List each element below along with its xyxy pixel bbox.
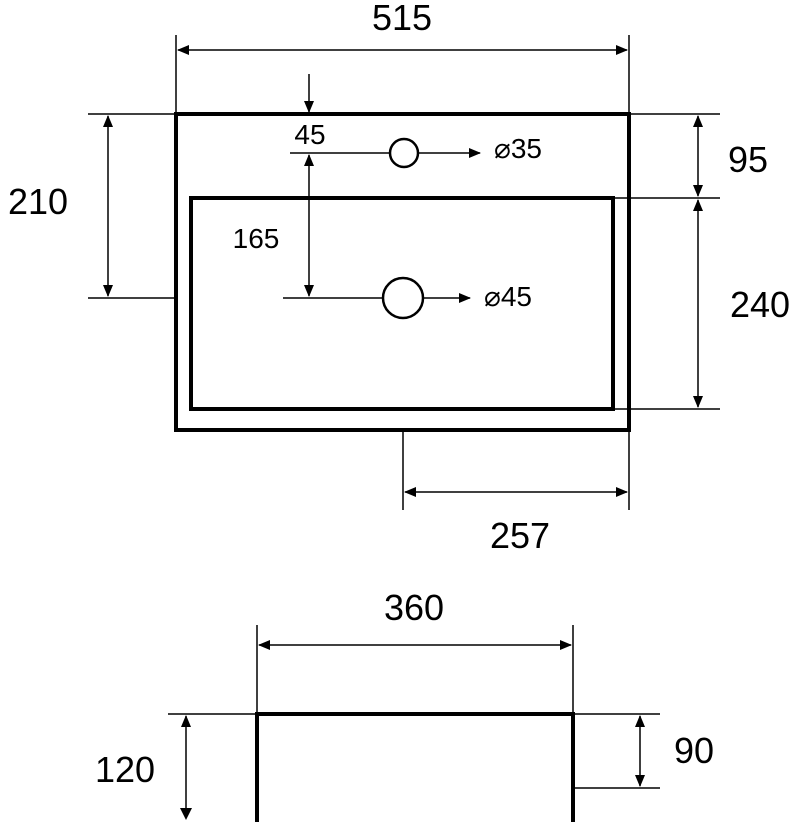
label-side-inner-90: 90 — [674, 730, 714, 771]
bowl-outline — [189, 196, 615, 411]
dim-side-inner-90: 90 — [573, 713, 714, 789]
label-height-210: 210 — [8, 181, 68, 222]
dim-tap-offset-45: 45 — [294, 74, 326, 150]
dim-drain-offset-165: 165 — [233, 154, 314, 297]
label-center-257: 257 — [490, 515, 550, 556]
tap-hole — [388, 137, 420, 169]
dim-side-width-360: 360 — [256, 587, 574, 714]
side-outline — [255, 712, 575, 822]
drain-hole-group: ⌀45 — [283, 276, 532, 320]
dim-center-257: 257 — [402, 430, 630, 556]
dim-rim-95: 95 — [613, 113, 768, 199]
label-tap-offset-45: 45 — [294, 119, 325, 150]
label-drain-hole-45: ⌀45 — [484, 281, 532, 312]
dim-side-height-120: 120 — [95, 713, 257, 820]
label-rim-95: 95 — [728, 139, 768, 180]
label-tap-hole-35: ⌀35 — [494, 133, 542, 164]
label-side-height-120: 120 — [95, 749, 155, 790]
dim-bowl-240: 240 — [613, 199, 790, 410]
dim-width-515: 515 — [175, 0, 630, 114]
drain-hole — [381, 276, 425, 320]
label-bowl-240: 240 — [730, 284, 790, 325]
side-view: 360 120 90 — [95, 587, 714, 822]
label-width-515: 515 — [372, 0, 432, 38]
top-view: 515 210 45 ⌀35 165 — [8, 0, 790, 556]
dim-height-210: 210 — [8, 113, 176, 299]
label-drain-offset-165: 165 — [233, 223, 280, 254]
label-side-width-360: 360 — [384, 587, 444, 628]
tap-hole-group: ⌀35 — [290, 133, 542, 169]
